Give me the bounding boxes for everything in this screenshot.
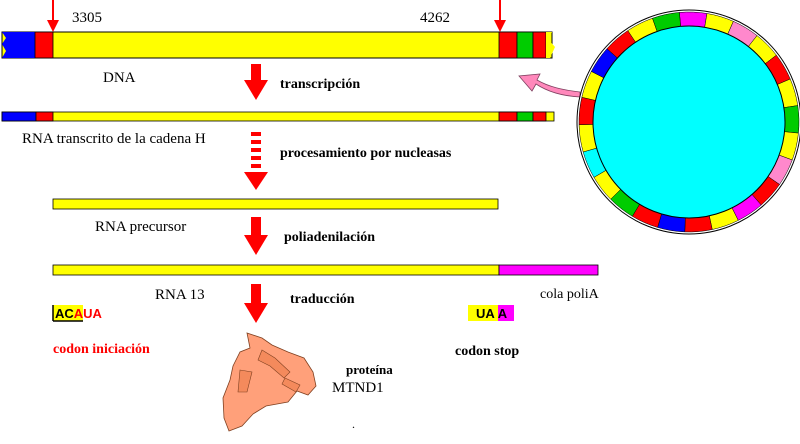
rna-precursor-label: RNA precursor xyxy=(95,219,186,235)
codon-stop-label: codon stop xyxy=(455,344,519,359)
start-codon: ACAUA xyxy=(52,305,103,322)
dna-red-segment xyxy=(498,31,518,59)
arrow-poliadenilacion xyxy=(244,217,268,255)
start-codon-part-1: AC xyxy=(55,306,74,321)
rna-precursor-bar xyxy=(52,198,499,210)
position-end-label: 4262 xyxy=(420,10,450,26)
arrow-procesamiento xyxy=(244,132,268,190)
cola-polia-label: cola poliA xyxy=(540,287,600,302)
stop-codon-part-2: A xyxy=(498,306,508,321)
position-start-label: 3305 xyxy=(72,10,102,26)
mtdna-circle xyxy=(576,9,800,235)
start-codon-part-3: UA xyxy=(83,306,102,321)
start-codon-part-2: A xyxy=(74,306,84,321)
position-marker-start xyxy=(47,0,59,32)
rna-13-label: RNA 13 xyxy=(155,287,205,303)
proteina-label: proteína xyxy=(346,362,393,377)
svg-text:ACAUA: ACAUA xyxy=(55,306,103,321)
position-marker-end xyxy=(494,0,506,32)
arrow-transcripcion xyxy=(244,64,268,100)
polya-tail xyxy=(498,264,599,276)
svg-text:UAA: UAA xyxy=(476,306,508,321)
svg-text:.: . xyxy=(352,417,355,431)
dna-flank-red xyxy=(34,31,54,59)
step-procesamiento: procesamiento por nucleasas xyxy=(280,146,452,161)
arrow-traduccion xyxy=(244,284,268,323)
dna-green-segment xyxy=(516,31,534,59)
dna-red-segment-2 xyxy=(532,31,547,59)
mtdna-ring-segment xyxy=(679,11,708,28)
dna-torn-end xyxy=(546,32,555,58)
step-poliadenilacion: poliadenilación xyxy=(284,230,375,245)
rna-13-bar xyxy=(52,264,599,276)
dna-flank-blue xyxy=(2,32,36,58)
step-traduccion: traducción xyxy=(290,292,355,307)
step-transcripcion: transcripción xyxy=(280,77,360,92)
pointer-arrow xyxy=(518,73,581,98)
rna-h-label: RNA transcrito de la cadena H xyxy=(22,131,206,147)
codon-iniciacion-label: codon iniciación xyxy=(53,342,150,357)
stop-codon-part-1: UA xyxy=(476,306,495,321)
dna-bar xyxy=(1,31,555,59)
mtdna-inner xyxy=(592,25,786,219)
mtnd1-label: MTND1 xyxy=(332,380,384,396)
rna-h-bar xyxy=(1,111,555,122)
protein-shape xyxy=(222,332,317,432)
mtdna-ring-segment xyxy=(783,105,800,134)
dna-label: DNA xyxy=(103,70,136,86)
